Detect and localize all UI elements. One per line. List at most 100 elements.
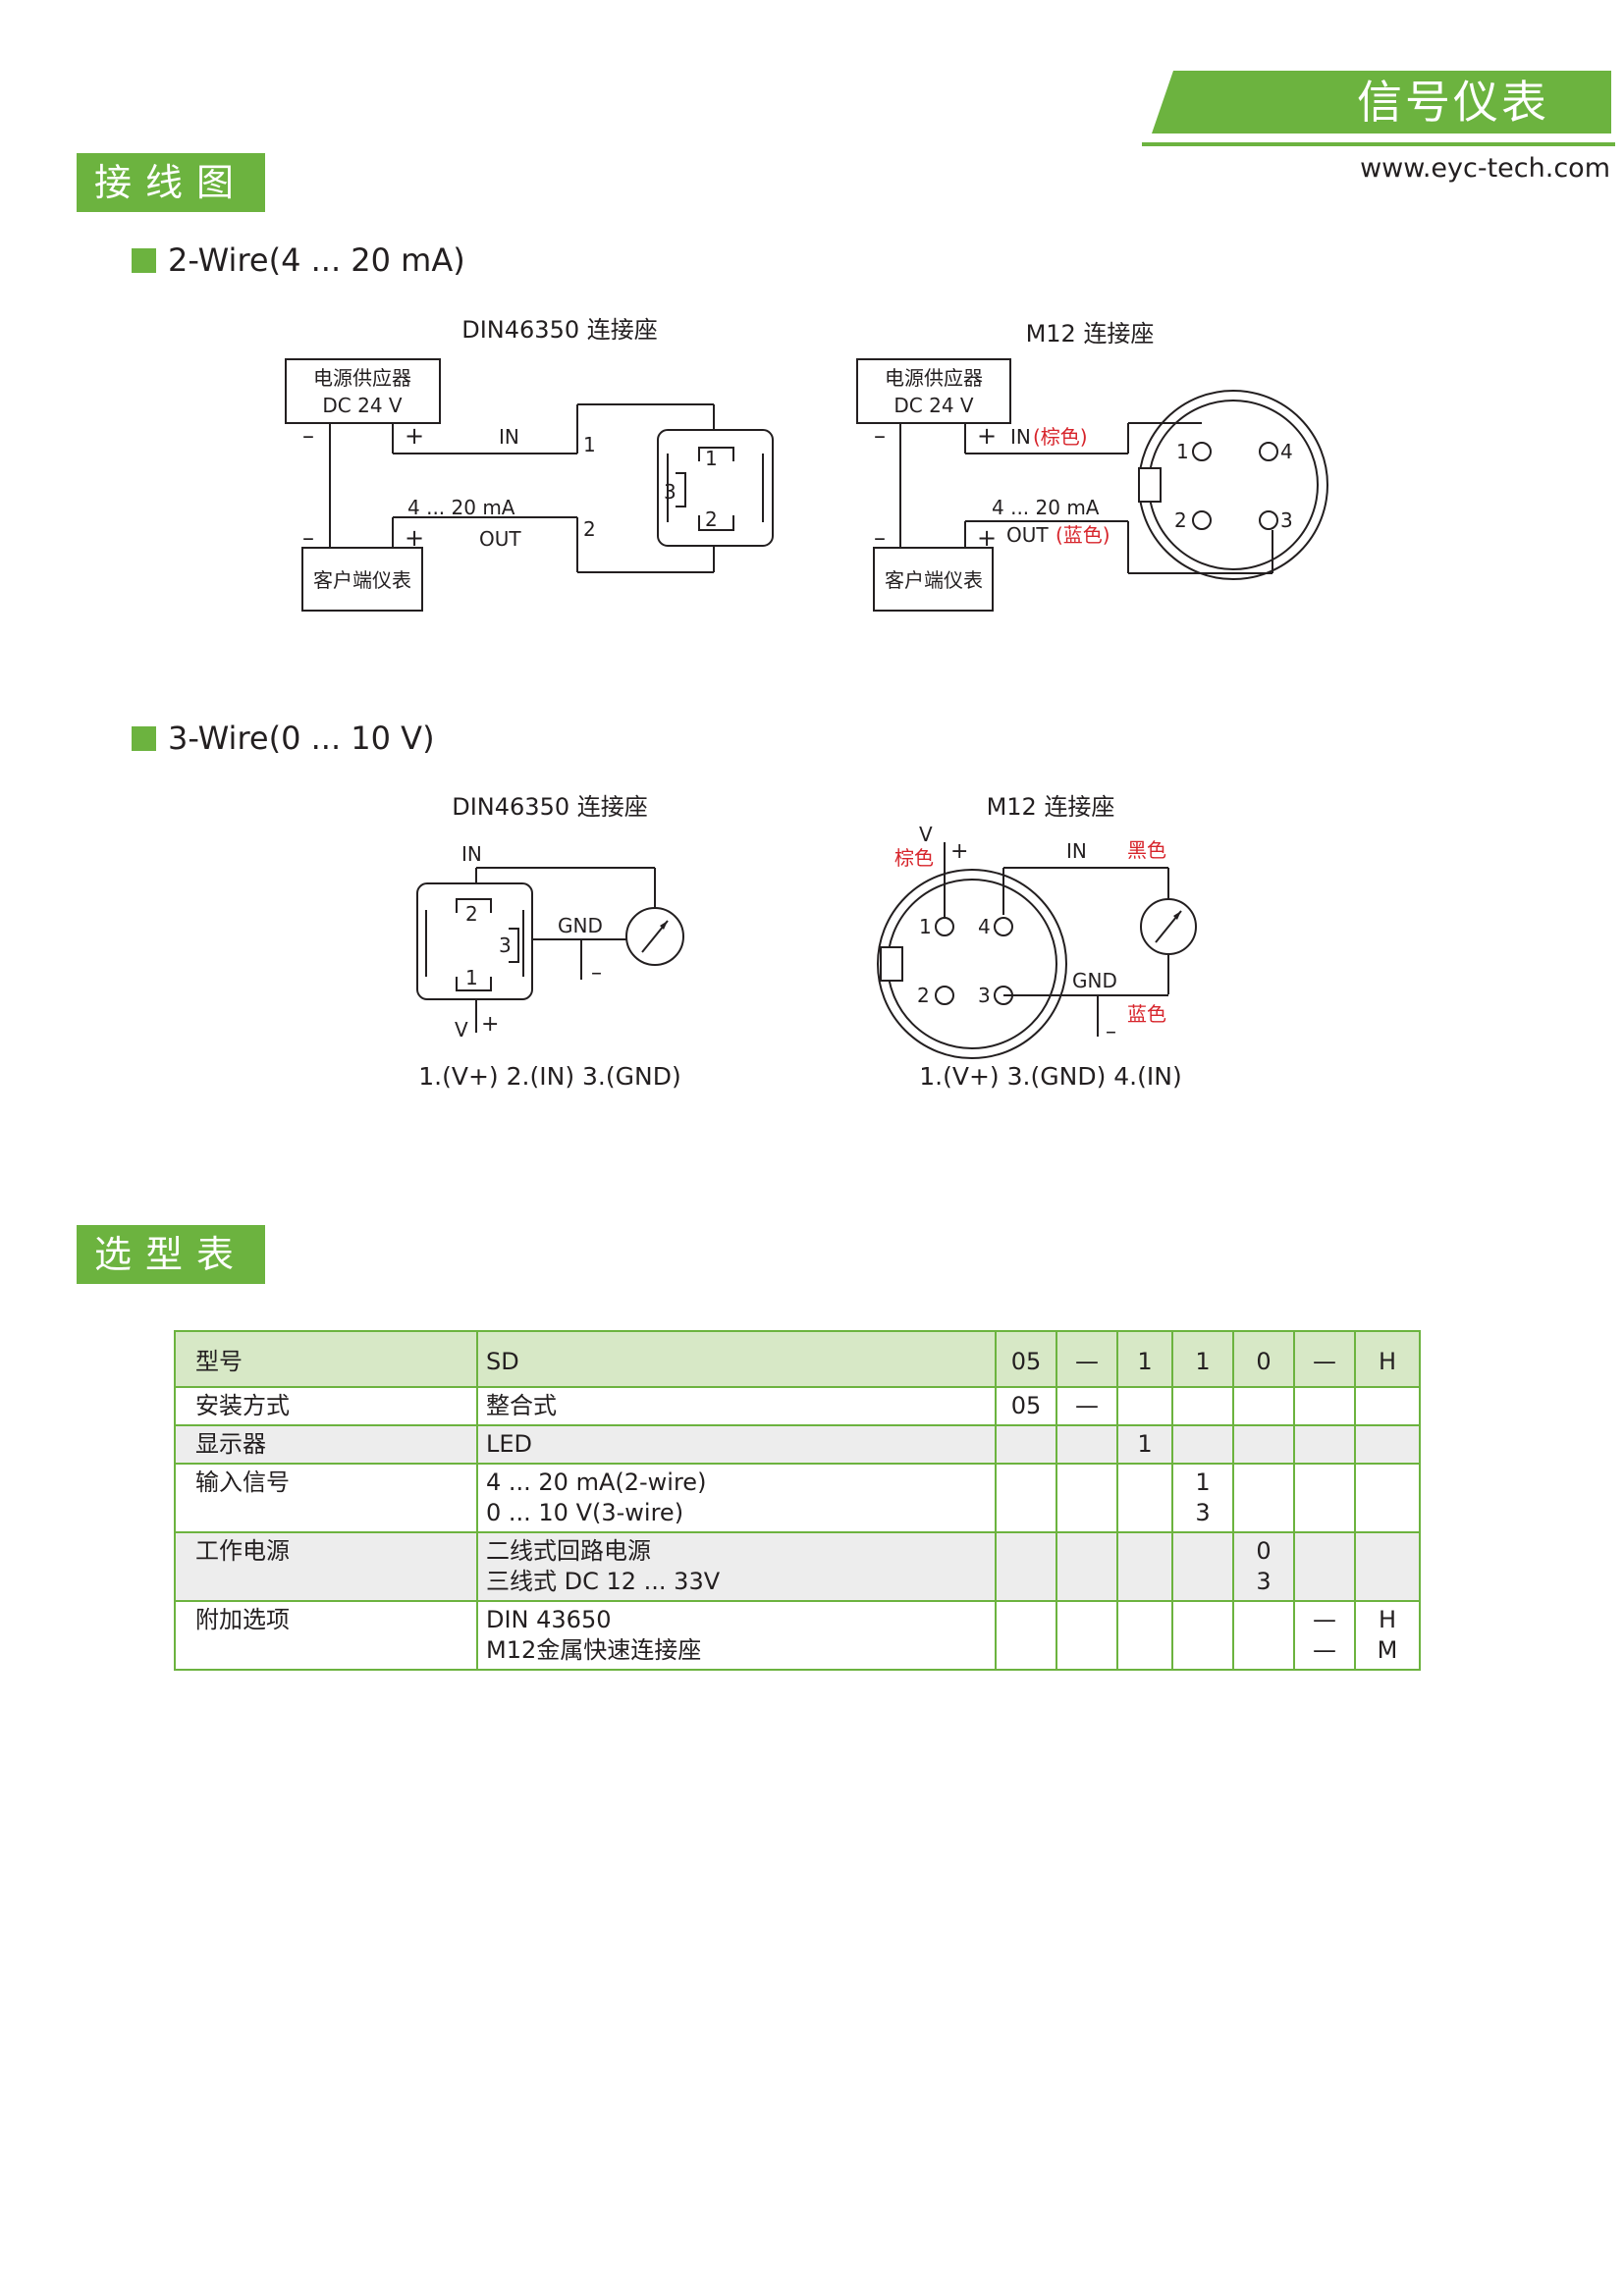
din-connector — [657, 429, 774, 547]
code-value: 1 — [1137, 1430, 1153, 1458]
two-wire-m12-diagram: 电源供应器 DC 24 V 客户端仪表 – + IN (棕色) 4 ... 20… — [856, 358, 1328, 612]
pin-2-label: 2 — [465, 902, 478, 926]
table-cell-code — [1293, 1463, 1356, 1533]
table-cell-code: 1 — [1116, 1330, 1173, 1388]
gauge-icon — [625, 907, 684, 966]
header-band — [1152, 71, 1611, 133]
code-value: — — [1075, 1392, 1099, 1419]
brown-wire-label: (棕色) — [1033, 425, 1088, 449]
table-cell-desc: 二线式回路电源三线式 DC 12 ... 33V — [476, 1531, 997, 1602]
power-supply-label-2: DC 24 V — [893, 394, 974, 417]
table-cell-code — [1116, 1531, 1173, 1602]
bullet-square-icon — [132, 726, 156, 751]
pin-2-label: 2 — [1174, 508, 1187, 532]
blue-wire-label: (蓝色) — [1056, 523, 1110, 547]
table-cell-code — [1056, 1600, 1118, 1671]
desc-line: DIN 43650 — [486, 1606, 612, 1633]
client-meter-label: 客户端仪表 — [885, 568, 983, 592]
din-connector — [416, 882, 533, 1000]
table-cell-code — [995, 1531, 1057, 1602]
plus-sign: + — [405, 524, 424, 552]
table-cell-code — [1354, 1531, 1421, 1602]
table-cell-code — [1116, 1463, 1173, 1533]
code-value: 05 — [1010, 1392, 1042, 1419]
wiring-diagrams: 电源供应器 DC 24 V 客户端仪表 – + IN 1 4 ... 20 mA… — [285, 358, 1328, 1059]
black-wire-label: 黑色 — [1127, 838, 1166, 862]
table-cell-desc: LED — [476, 1424, 997, 1465]
table-cell-code: — — [1056, 1386, 1118, 1426]
minus-sign: – — [591, 961, 602, 986]
pin-1-label: 1 — [465, 966, 478, 989]
m12-pin-4 — [994, 917, 1013, 936]
m12-connector-outer — [877, 869, 1067, 1059]
table-cell-code: 05 — [995, 1330, 1057, 1388]
table-cell-code — [995, 1424, 1057, 1465]
desc-line: 整合式 — [486, 1392, 557, 1419]
pin-1-label: 1 — [583, 433, 596, 456]
m12-key — [1138, 467, 1162, 503]
power-supply-box — [856, 358, 1011, 424]
client-meter-label: 客户端仪表 — [313, 568, 411, 592]
table-cell-desc: 整合式 — [476, 1386, 997, 1426]
m12-pin-3 — [1259, 510, 1278, 530]
gnd-label: GND — [1072, 969, 1117, 992]
three-wire-din-diagram: IN 2 1 3 GND – V + — [416, 842, 684, 1041]
table-cell-code — [1232, 1424, 1295, 1465]
table-cell-code: 1 — [1171, 1330, 1234, 1388]
table-cell-code — [995, 1600, 1057, 1671]
desc-line: 二线式回路电源 — [486, 1537, 651, 1565]
m12-connector-inner — [887, 879, 1057, 1049]
m12-pin-1 — [1192, 442, 1212, 461]
pin-2-label: 2 — [917, 984, 930, 1007]
desc-line: 0 ... 10 V(3-wire) — [486, 1499, 684, 1526]
three-wire-din-title: DIN46350 连接座 — [452, 793, 648, 821]
table-cell-code — [1232, 1386, 1295, 1426]
client-meter-box — [873, 547, 994, 612]
table-cell-code — [1354, 1386, 1421, 1426]
plus-sign: + — [481, 1012, 499, 1037]
m12-connector-inner — [1148, 400, 1319, 570]
out-label: OUT — [1006, 523, 1049, 547]
desc-line: 三线式 DC 12 ... 33V — [486, 1568, 721, 1595]
plus-sign: + — [405, 422, 424, 450]
code-value: M — [1377, 1636, 1398, 1664]
pin-2-label: 2 — [583, 517, 596, 541]
table-cell-label: 输入信号 — [174, 1463, 478, 1533]
table-cell-label: 附加选项 — [174, 1600, 478, 1671]
pin-3-label: 3 — [664, 480, 677, 504]
pin-3-label: 3 — [978, 984, 991, 1007]
in-label: IN — [1066, 839, 1087, 863]
pin-1-label: 1 — [705, 447, 718, 470]
code-value: 1 — [1195, 1468, 1211, 1496]
table-cell-code — [1171, 1386, 1234, 1426]
pin-2-label: 2 — [705, 507, 718, 531]
two-wire-din-diagram: 电源供应器 DC 24 V 客户端仪表 – + IN 1 4 ... 20 mA… — [285, 358, 774, 612]
blue-wire-label: 蓝色 — [1127, 1002, 1166, 1026]
table-cell-code — [1056, 1531, 1118, 1602]
minus-sign: – — [874, 524, 886, 552]
minus-sign: – — [1106, 1020, 1116, 1044]
m12-pin-2 — [1192, 510, 1212, 530]
two-wire-din-title: DIN46350 连接座 — [461, 316, 658, 344]
three-wire-m12-diagram: V 棕色 + IN 黑色 1 4 2 3 GND – 蓝色 — [877, 823, 1197, 1059]
pin-3-label: 3 — [499, 934, 512, 957]
pin-4-label: 4 — [1280, 440, 1293, 463]
table-cell-desc: SD — [476, 1330, 997, 1388]
table-cell-code: 05 — [995, 1386, 1057, 1426]
table-cell-code: 0 — [1232, 1330, 1295, 1388]
power-supply-label-1: 电源供应器 — [885, 366, 983, 390]
plus-sign: + — [977, 524, 997, 552]
desc-line: M12金属快速连接座 — [486, 1636, 702, 1664]
bullet-square-icon — [132, 248, 156, 273]
header-underline — [1142, 142, 1615, 146]
table-cell-code: H — [1354, 1330, 1421, 1388]
three-wire-m12-title: M12 连接座 — [986, 793, 1115, 821]
table-cell-code — [1056, 1463, 1118, 1533]
client-meter-box — [301, 547, 423, 612]
power-supply-label-2: DC 24 V — [322, 394, 403, 417]
m12-key — [880, 946, 903, 982]
table-cell-code — [1293, 1386, 1356, 1426]
